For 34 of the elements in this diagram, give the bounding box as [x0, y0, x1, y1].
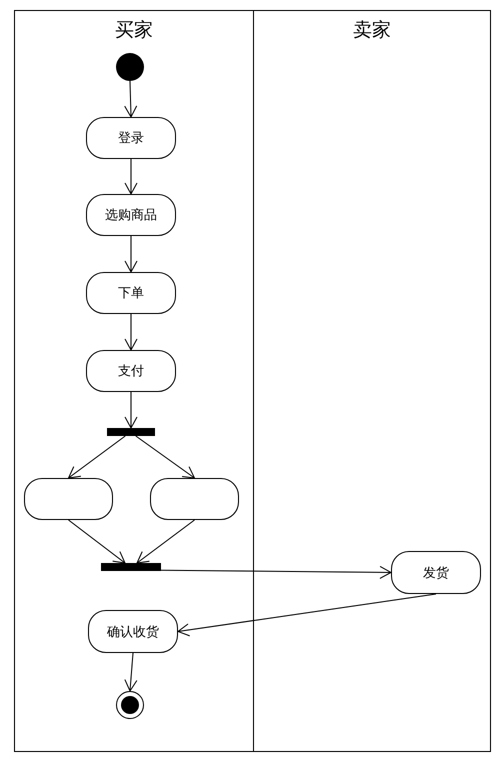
sync-bar: [107, 428, 155, 436]
activity-box: [391, 551, 481, 594]
lane-header: 买家: [114, 19, 154, 43]
activity-label: 选购商品: [105, 206, 157, 224]
activity-box: [86, 117, 176, 159]
initial-node: [116, 53, 144, 81]
arrow: [68, 436, 126, 478]
activity-label: 确认收货: [107, 622, 159, 640]
arrow: [124, 652, 138, 692]
arrow: [124, 80, 138, 118]
activity-label: 下单: [118, 284, 144, 302]
arrow: [135, 436, 195, 478]
lane-header: 卖家: [352, 19, 392, 43]
activity-label: 发货: [423, 564, 449, 582]
activity-box: [86, 272, 176, 314]
arrow: [124, 158, 138, 194]
activity-label: 登录: [118, 129, 144, 147]
activity-box: [24, 478, 113, 520]
arrow: [124, 314, 138, 350]
arrow: [124, 236, 138, 272]
final-node: [116, 691, 144, 719]
arrow: [178, 594, 436, 636]
activity-box: [86, 350, 176, 392]
swimlane: [14, 10, 254, 752]
activity-box: [86, 194, 176, 236]
activity-box: [150, 478, 239, 520]
arrow: [124, 392, 138, 428]
arrow: [136, 520, 195, 564]
activity-label: 支付: [118, 362, 144, 380]
arrow: [160, 566, 392, 579]
sync-bar: [101, 563, 161, 571]
swimlane: [253, 10, 491, 752]
activity-box: [88, 610, 178, 653]
arrow: [68, 520, 126, 564]
